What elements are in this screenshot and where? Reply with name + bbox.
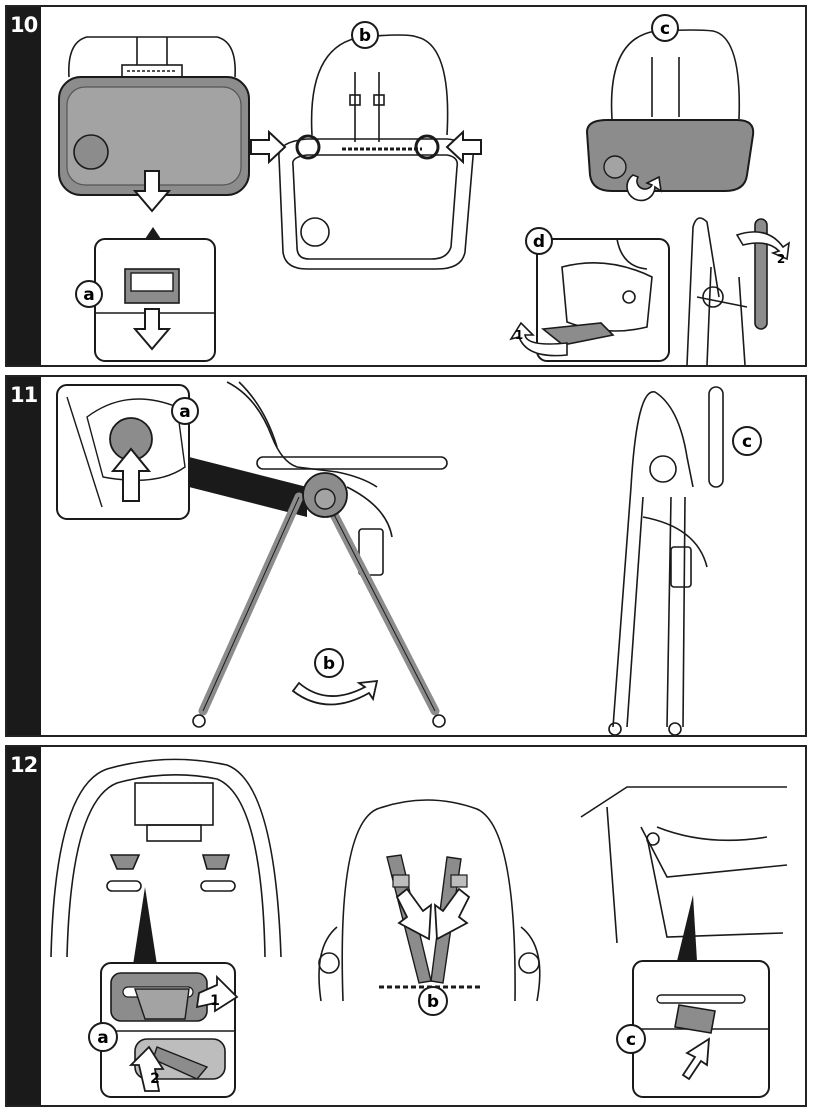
label-circle-12a xyxy=(88,1022,118,1052)
label-circle-11c xyxy=(732,426,762,456)
strap-clip-left-12a xyxy=(109,854,141,870)
folded-chair-11c xyxy=(608,386,724,735)
rotate-arrow-11b xyxy=(291,679,379,706)
callout-wedge-12a xyxy=(133,887,157,965)
arrow-2-12a xyxy=(128,1045,165,1092)
arrow-up-12c xyxy=(681,1037,711,1081)
label-11b: b xyxy=(323,654,335,674)
arrow-1-12a xyxy=(195,974,239,1013)
arrow-left-b xyxy=(445,129,482,165)
seat-rear-12a xyxy=(50,758,282,958)
seat-back-b xyxy=(278,34,474,270)
label-10-2: 2 xyxy=(777,252,785,266)
label-11a: a xyxy=(179,402,190,422)
label-12a-1: 1 xyxy=(210,993,220,1009)
label-circle-10d xyxy=(525,227,553,255)
arrow-up-11a xyxy=(110,447,152,502)
folded-frame-10 xyxy=(686,217,748,365)
arrow-2-10 xyxy=(735,231,791,261)
label-10c: c xyxy=(660,19,670,39)
label-10b: b xyxy=(359,26,371,46)
label-circle-10b xyxy=(351,21,379,49)
arrow-right-b xyxy=(250,129,287,165)
label-10d: d xyxy=(533,232,545,252)
tray-seat-back-left xyxy=(68,36,236,78)
pointer-triangle xyxy=(145,227,161,239)
label-circle-11b xyxy=(314,648,344,678)
label-12a-2: 2 xyxy=(150,1071,160,1087)
arrow-down-a xyxy=(132,308,172,351)
step-12-illustration: 1 2 a b xyxy=(50,758,788,1098)
lever-d xyxy=(540,322,615,346)
label-circle-11a xyxy=(171,397,199,425)
arrow-down-tray xyxy=(132,170,172,213)
step-10-number: 10 xyxy=(10,13,38,37)
arrow-d-1 xyxy=(509,321,568,357)
step-12-number: 12 xyxy=(10,753,38,777)
label-10a: a xyxy=(83,285,94,305)
label-12a: a xyxy=(97,1028,108,1048)
step-11-number: 11 xyxy=(10,383,38,407)
tray-c xyxy=(585,119,755,192)
seat-front-12b xyxy=(318,799,541,1002)
backrest-bar-10 xyxy=(754,218,768,330)
step-10-illustration: a b c xyxy=(58,14,791,365)
callout-wedge-12c xyxy=(677,895,697,961)
step-11-panel: 11 a b xyxy=(5,375,807,737)
latch-right xyxy=(414,134,440,160)
label-11c: c xyxy=(742,432,752,452)
callout-wedge-11 xyxy=(189,457,307,517)
label-circle-10c xyxy=(651,14,679,42)
buckle-tab-12c xyxy=(674,1004,716,1034)
label-circle-10a xyxy=(75,280,103,308)
step-10-panel: 10 a xyxy=(5,5,807,367)
chair-side-11 xyxy=(226,381,448,576)
rotate-arrow-c xyxy=(626,174,663,202)
arrow-down-right-12b xyxy=(433,887,471,941)
label-circle-12c xyxy=(616,1024,646,1054)
label-12c: c xyxy=(626,1030,636,1050)
step-10-tab: 10 xyxy=(7,7,41,365)
strap-clip-right-12a xyxy=(201,854,231,870)
label-circle-12b xyxy=(418,986,448,1016)
seat-back-c xyxy=(610,29,741,120)
latch-left xyxy=(295,134,321,160)
step-11-tab: 11 xyxy=(7,377,41,735)
seat-underside-12c xyxy=(580,786,788,944)
label-12b: b xyxy=(427,992,439,1012)
step-12-panel: 12 1 2 a xyxy=(5,745,807,1107)
step-11-illustration: a b c xyxy=(56,381,762,735)
step-12-tab: 12 xyxy=(7,747,41,1105)
tray-cup-holder xyxy=(73,134,109,170)
label-10d-1: 1 xyxy=(515,328,523,342)
arrow-down-left-12b xyxy=(395,887,433,941)
